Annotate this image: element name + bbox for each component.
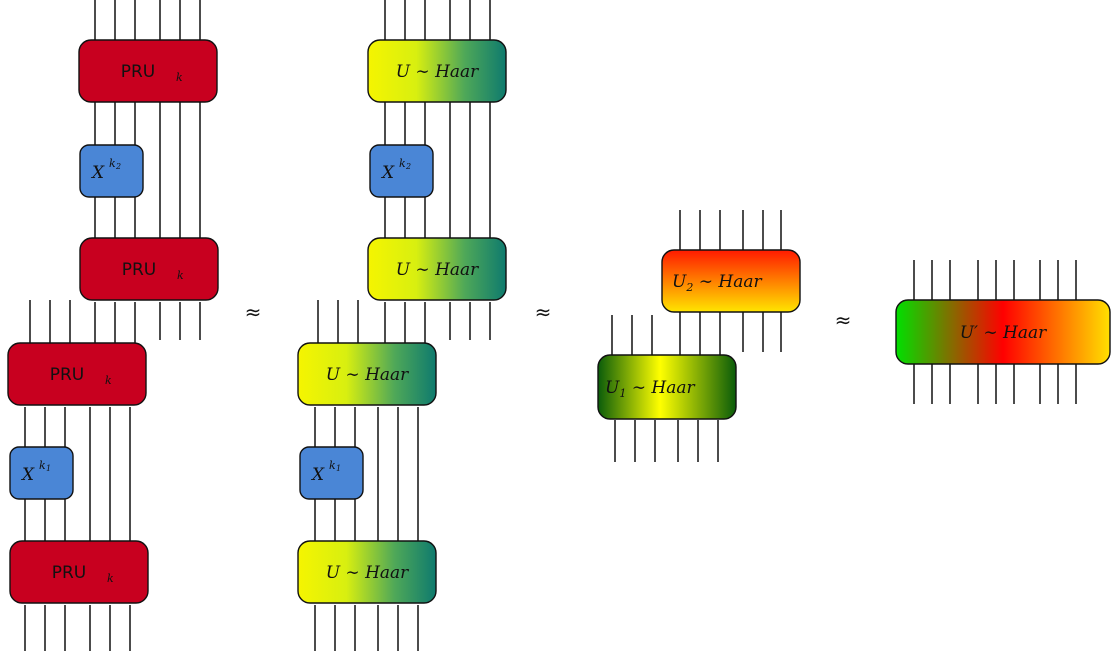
x-superscript-sub: 1 (46, 464, 51, 473)
pru-label: PRU (121, 62, 156, 82)
column-haar: U ∼ Haar X k 2 U ∼ Haar U ∼ Haar X k 1 U… (297, 0, 507, 651)
wires (314, 0, 491, 651)
x-superscript-sub: 2 (115, 162, 121, 171)
pru-subscript: k (105, 374, 112, 387)
uprime-haar-block: U′ ∼ Haar (895, 299, 1111, 365)
x-label: X (310, 465, 325, 485)
pru-block-top: PRU k (78, 39, 218, 103)
x-k1-gate-right: X k 1 (299, 446, 364, 500)
wires (611, 210, 782, 462)
column-u1-u2: U2 ∼ Haar U1 ∼ Haar (597, 210, 801, 462)
pru-label: PRU (122, 260, 157, 280)
haar-label: U ∼ Haar (396, 62, 479, 82)
pru-block-lower-first: PRU k (7, 342, 147, 406)
x-superscript: k (109, 157, 116, 170)
haar-label: U ∼ Haar (326, 563, 409, 583)
x-k1-gate-left: X k 1 (9, 446, 74, 500)
pru-block-bottom: PRU k (9, 540, 149, 604)
x-k2-gate-left: X k 2 (79, 144, 144, 198)
uprime-label: U′ ∼ Haar (960, 323, 1047, 343)
haar-block-upper-second: U ∼ Haar (367, 237, 507, 301)
haar-label: U ∼ Haar (326, 365, 409, 385)
u2-rest: ∼ Haar (693, 272, 762, 292)
u1-rest: ∼ Haar (626, 378, 695, 398)
pru-subscript: k (177, 269, 184, 282)
pru-subscript: k (176, 71, 183, 84)
x-superscript-sub: 1 (336, 464, 341, 473)
wires (24, 0, 201, 651)
wires (913, 260, 1077, 404)
approx-symbol-2: ≈ (535, 300, 552, 324)
haar-block-lower-first: U ∼ Haar (297, 342, 437, 406)
x-superscript: k (399, 157, 406, 170)
u2-main: U (672, 272, 687, 292)
approx-symbol-1: ≈ (245, 300, 262, 324)
pru-block-upper-second: PRU k (79, 237, 219, 301)
pru-label: PRU (52, 563, 87, 583)
column-uprime: U′ ∼ Haar (895, 260, 1111, 404)
pru-label: PRU (50, 365, 85, 385)
x-label: X (20, 465, 35, 485)
x-label: X (90, 163, 105, 183)
u1-main: U (605, 378, 620, 398)
column-pru: PRU k X k 2 PRU k PRU k X k 1 PRU (7, 0, 219, 651)
u2-label: U2 ∼ Haar (672, 272, 762, 294)
u1-subscript: 1 (619, 387, 626, 400)
u2-haar-block: U2 ∼ Haar (661, 249, 801, 313)
u2-subscript: 2 (685, 281, 693, 294)
x-k2-gate-right: X k 2 (369, 144, 434, 198)
haar-block-top: U ∼ Haar (367, 39, 507, 103)
x-superscript: k (39, 459, 46, 472)
haar-label: U ∼ Haar (396, 260, 479, 280)
pru-subscript: k (107, 572, 114, 585)
x-label: X (380, 163, 395, 183)
haar-block-bottom: U ∼ Haar (297, 540, 437, 604)
u1-haar-block: U1 ∼ Haar (597, 354, 737, 420)
x-superscript: k (329, 459, 336, 472)
approx-symbol-3: ≈ (835, 308, 852, 332)
u1-label: U1 ∼ Haar (605, 378, 695, 400)
x-superscript-sub: 2 (405, 162, 411, 171)
